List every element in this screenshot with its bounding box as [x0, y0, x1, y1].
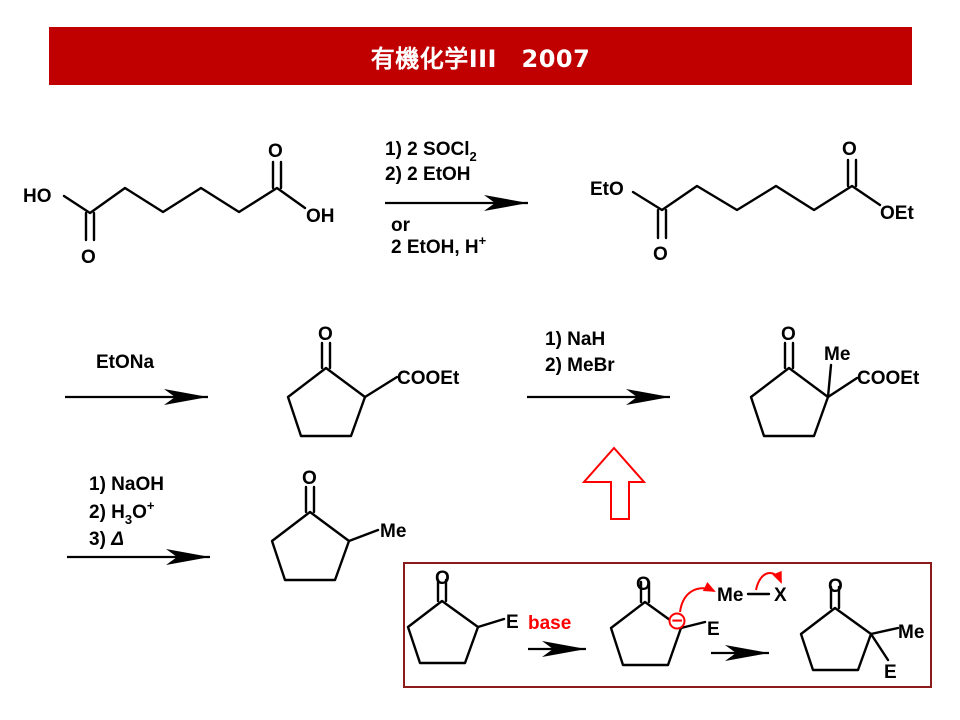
- methyl-label: Me: [898, 622, 924, 643]
- carbonyl-oxygen-label: O: [653, 244, 668, 265]
- reagent-line: 3) Δ: [89, 529, 124, 550]
- reagent-line: 1) NaH: [545, 329, 605, 350]
- methyl-keto-ester: O Me COOEt: [749, 324, 920, 438]
- carbonyl-oxygen-label: O: [302, 468, 317, 489]
- carbonyl-oxygen-label: O: [842, 139, 857, 160]
- methyl-label: Me: [717, 585, 743, 606]
- reagent-line: 2) 2 EtOH: [385, 164, 471, 185]
- title-banner: 有機化学III 2007: [49, 27, 912, 85]
- reagent-line: 1) NaOH: [89, 474, 164, 495]
- page-title: 有機化学III 2007: [370, 44, 591, 73]
- reagent-line: 2) MeBr: [545, 355, 615, 376]
- leaving-group-label: X: [774, 585, 787, 606]
- ethoxy-label: OEt: [880, 203, 914, 224]
- ethoxy-label: EtO: [590, 179, 624, 200]
- diethyl-adipate: EtO OEt O O: [590, 139, 914, 265]
- negative-charge-sign: −: [671, 611, 682, 632]
- mechanism-box: O E base O E − Me X O Me E: [403, 562, 932, 688]
- mechanism-border: [403, 562, 932, 688]
- up-block-arrow: [581, 446, 647, 520]
- substituent-e-label: E: [506, 612, 519, 633]
- esterification-step: 1) 2 SOCl2 2) 2 EtOH or 2 EtOH, H+: [385, 139, 528, 258]
- base-label: base: [528, 613, 571, 634]
- ester-label: COOEt: [857, 368, 920, 389]
- keto-ester: O COOEt: [286, 324, 460, 438]
- ester-label: COOEt: [397, 368, 460, 389]
- decarboxylation-step: 1) NaOH 2) H3O+ 3) Δ: [67, 474, 210, 565]
- reagent-line: 1) 2 SOCl2: [385, 139, 477, 164]
- negative-charge-circle: [668, 612, 686, 630]
- carbonyl-oxygen-label: O: [828, 576, 843, 597]
- dieckmann-step: EtONa: [65, 352, 208, 405]
- carbonyl-oxygen-label: O: [81, 247, 96, 268]
- reagent-line: or: [391, 215, 411, 236]
- carbonyl-oxygen-label: O: [781, 324, 796, 345]
- carbonyl-oxygen-label: O: [268, 141, 283, 162]
- methyl-label: Me: [824, 344, 850, 365]
- reagent-line: 2) H3O+: [89, 498, 155, 527]
- reagent-line: EtONa: [96, 352, 155, 373]
- carbonyl-oxygen-label: O: [318, 324, 333, 345]
- methyl-cyclopentanone: O Me: [270, 468, 406, 582]
- alkylation-step: 1) NaH 2) MeBr: [527, 329, 670, 405]
- curved-arrow: [679, 582, 716, 613]
- carbonyl-oxygen-label: O: [435, 568, 450, 589]
- curved-arrow: [755, 570, 782, 591]
- carbonyl-oxygen-label: O: [636, 574, 651, 595]
- hydroxyl-label: OH: [306, 206, 335, 227]
- substituent-e-label: E: [707, 619, 720, 640]
- hydroxyl-label: HO: [23, 186, 52, 207]
- reagent-line: 2 EtOH, H+: [391, 233, 487, 258]
- methyl-label: Me: [380, 521, 406, 542]
- substituent-e-label: E: [884, 662, 897, 683]
- adipic-acid: HO OH O O: [23, 141, 335, 268]
